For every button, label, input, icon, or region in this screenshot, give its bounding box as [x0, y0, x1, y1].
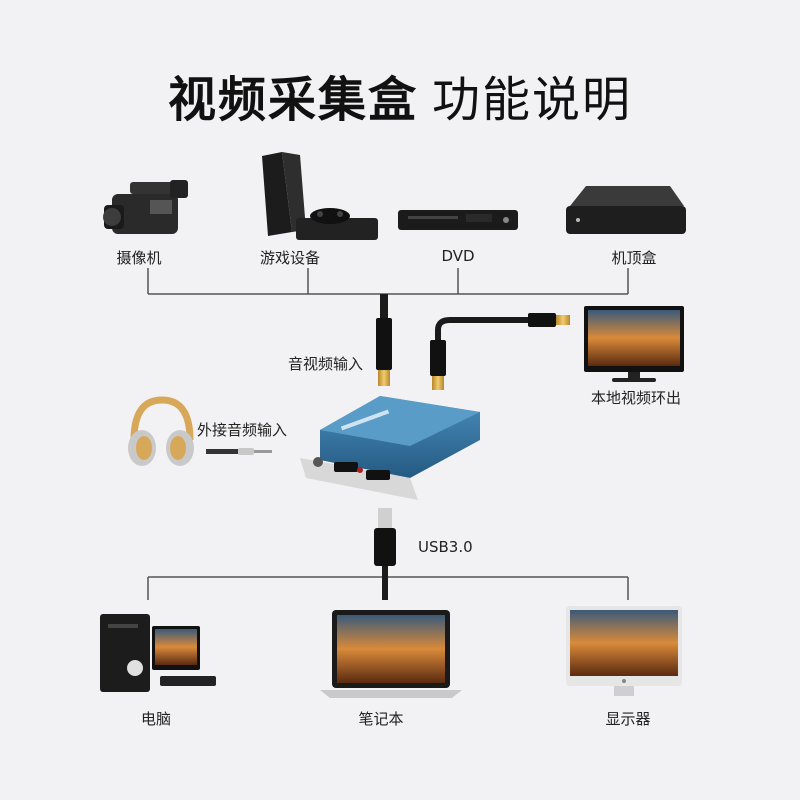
label-local-loop-out: 本地视频环出 — [590, 389, 682, 407]
label-monitor: 显示器 — [605, 710, 651, 728]
monitor-icon — [566, 606, 682, 696]
laptop-icon — [320, 610, 462, 698]
label-computer: 电脑 — [140, 710, 172, 728]
set-top-box-icon — [566, 186, 686, 234]
label-camcorder: 摄像机 — [116, 249, 162, 267]
local-tv-icon — [584, 306, 684, 382]
label-ext-audio-input: 外接音频输入 — [197, 421, 288, 439]
label-dvd: DVD — [441, 247, 475, 265]
label-set-top-box: 机顶盒 — [611, 249, 657, 267]
title-light: 功能说明 — [432, 72, 633, 128]
label-game-console: 游戏设备 — [259, 249, 321, 267]
audio-plug-icon — [206, 448, 272, 455]
capture-box-icon — [300, 396, 480, 500]
label-av-input: 音视频输入 — [288, 355, 364, 373]
headphones-icon — [128, 396, 194, 466]
hdmi-loop-out-cable-icon — [430, 313, 570, 390]
input-bracket-lines — [147, 268, 629, 295]
page-title: 视频采集盒功能说明 — [0, 60, 800, 130]
usb-cable-icon — [374, 508, 396, 600]
title-bold: 视频采集盒 — [167, 72, 418, 128]
label-usb: USB3.0 — [418, 538, 473, 556]
hdmi-input-cable-icon — [376, 294, 392, 386]
label-laptop: 笔记本 — [358, 710, 404, 728]
dvd-player-icon — [398, 210, 518, 230]
game-console-icon — [262, 152, 378, 240]
camcorder-icon — [103, 180, 188, 234]
desktop-computer-icon — [100, 614, 216, 692]
